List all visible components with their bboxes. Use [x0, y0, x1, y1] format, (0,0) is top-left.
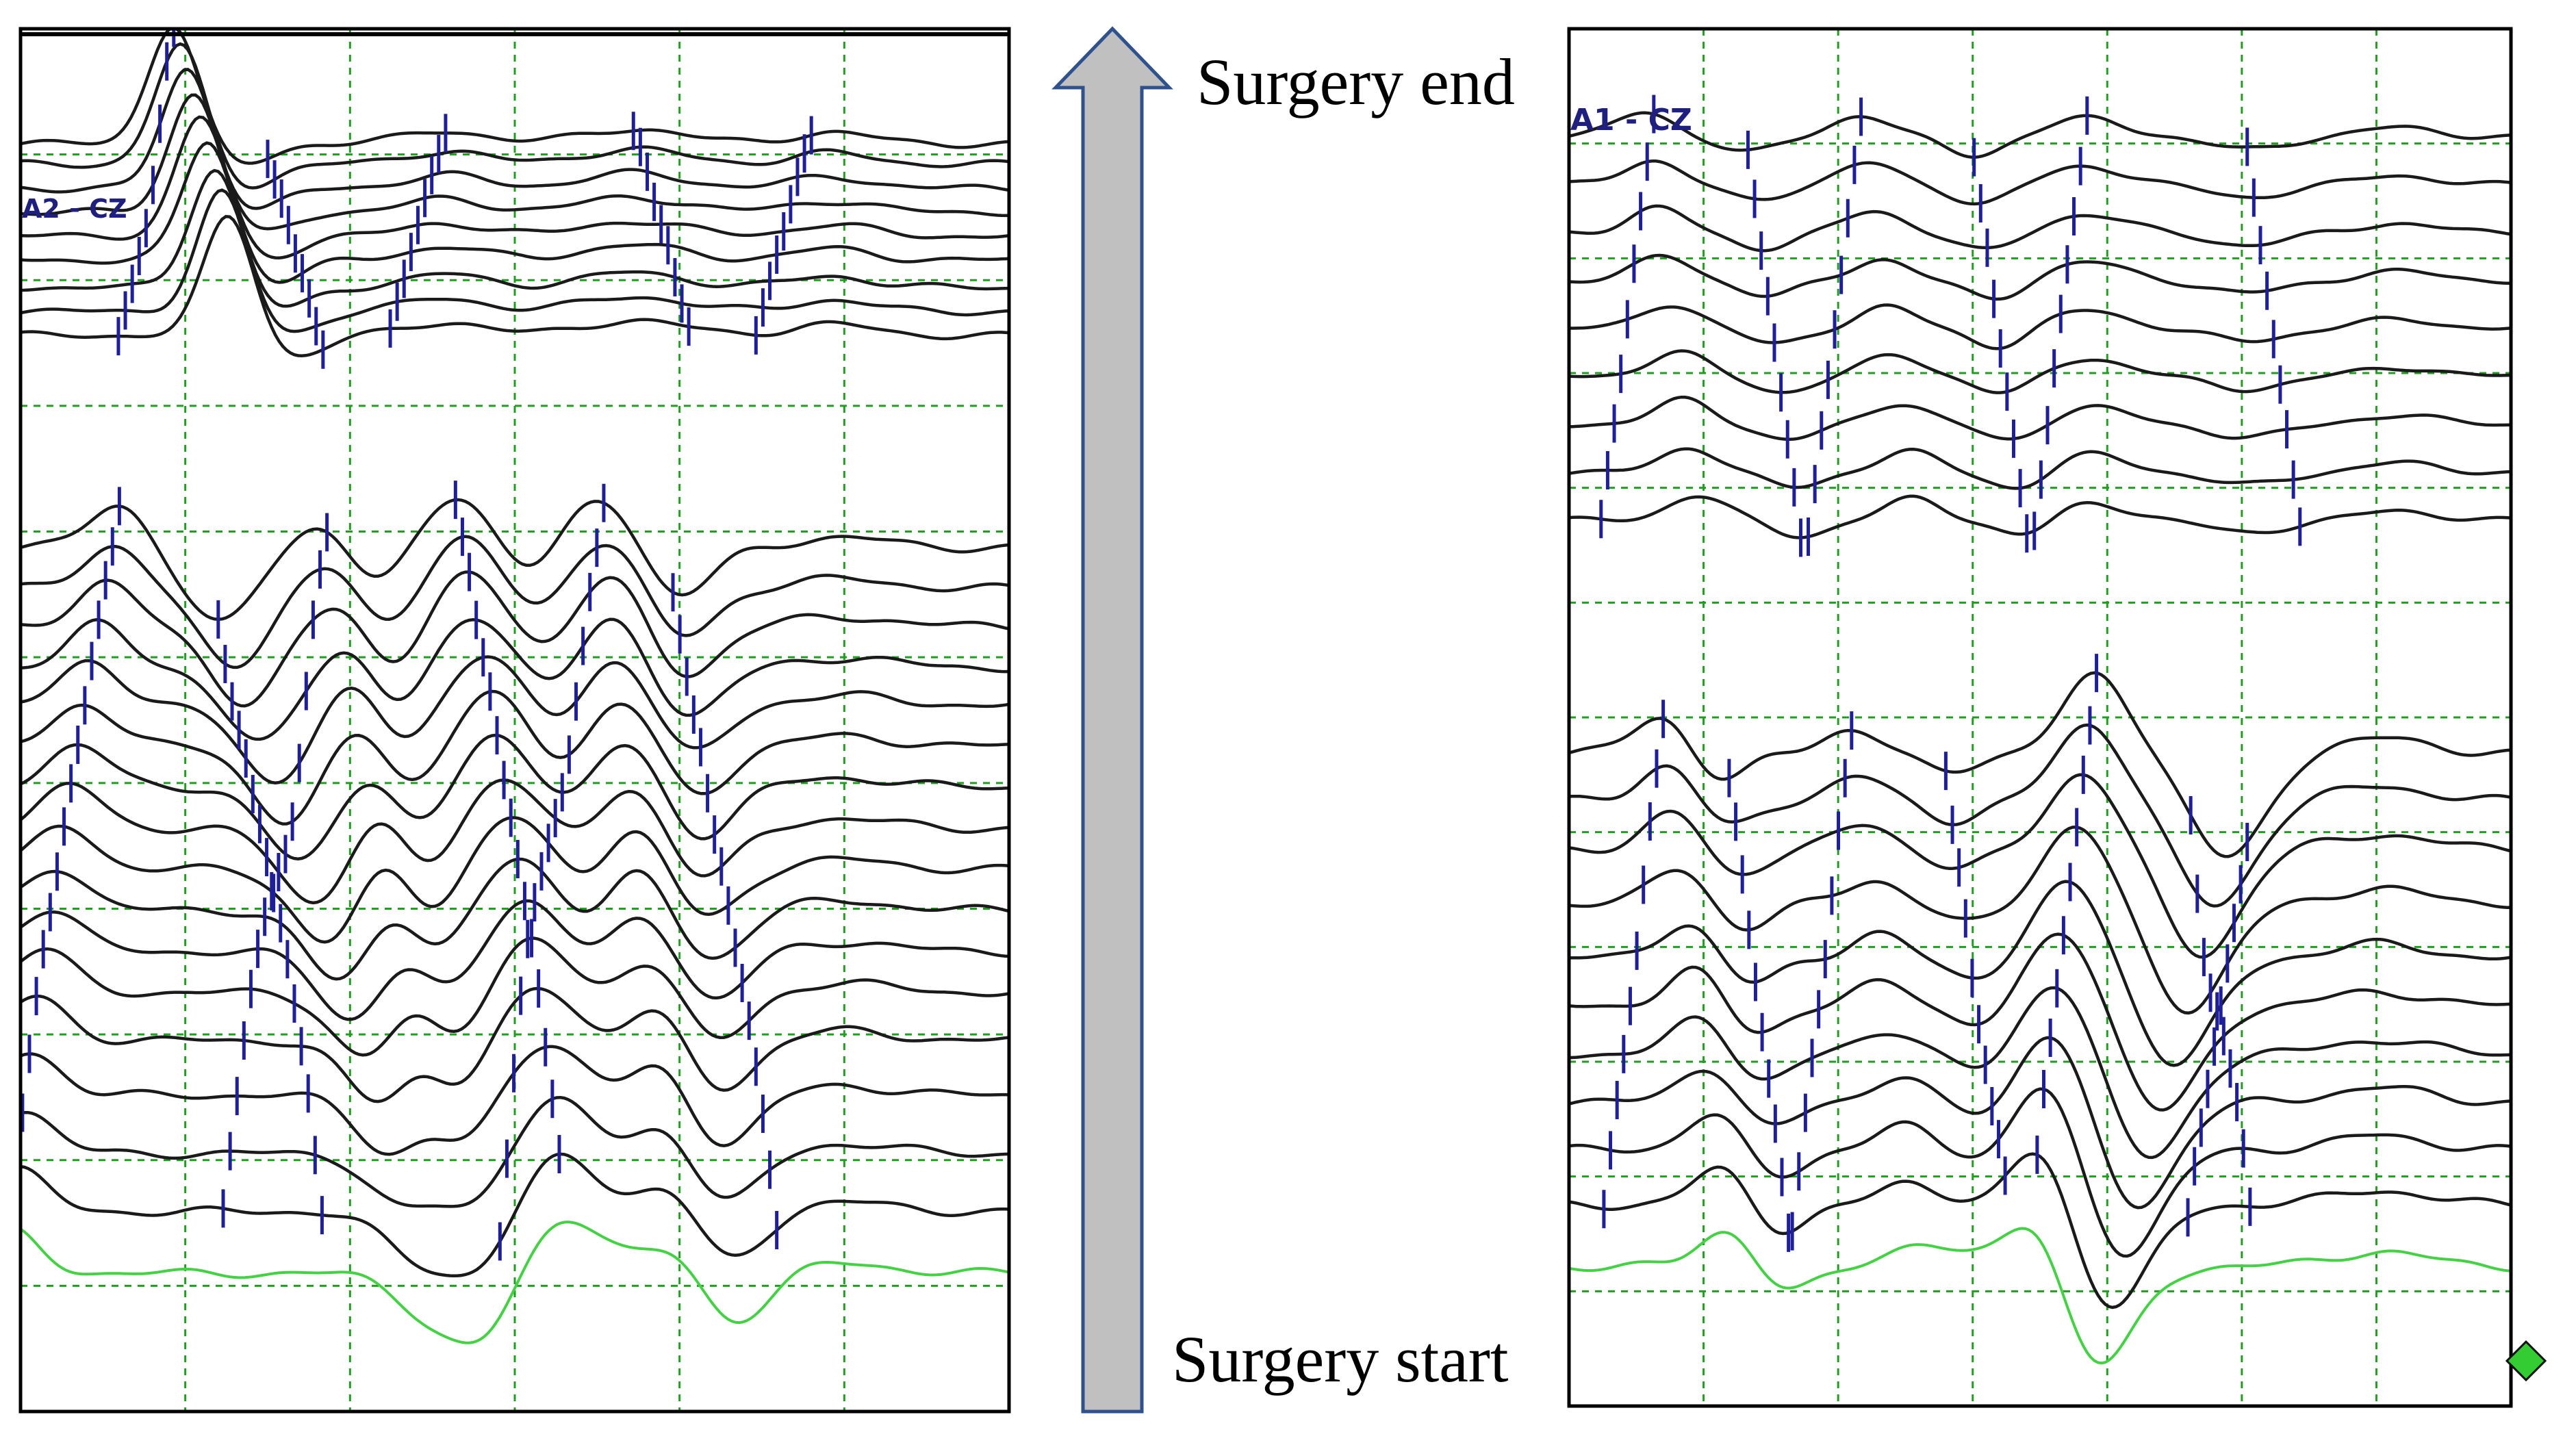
left-panel-markers: [21, 29, 813, 1261]
right-lower-trace: [1569, 826, 2511, 1015]
right-lower-trace: [1569, 1152, 2511, 1310]
surgery-timeline-arrow: Surgery end Surgery start: [1051, 26, 1515, 1414]
left-lower-trace: [21, 857, 1009, 981]
right-lower-trace: [1569, 880, 2511, 1067]
right-lower-trace: [1569, 1087, 2511, 1258]
left-panel-grid: [21, 29, 1009, 1412]
left-lower-trace: [21, 816, 1009, 944]
surgery-end-label: Surgery end: [1197, 45, 1515, 118]
surgery-start-label: Surgery start: [1172, 1323, 1509, 1396]
right-panel-markers: [1599, 94, 2302, 1252]
left-upper-trace: [21, 115, 1009, 260]
left-lower-trace: [21, 1152, 1009, 1278]
left-upper-trace: [21, 29, 1009, 165]
left-lower-trace: [21, 689, 1009, 826]
right-upper-trace: [1569, 111, 2511, 159]
left-lower-trace: [21, 617, 1009, 741]
right-lower-trace: [1569, 1036, 2511, 1210]
left-upper-trace: [21, 68, 1009, 210]
right-lower-trace: [1569, 671, 2511, 858]
right-chart-panel: A1 - CZ: [1567, 27, 2547, 1408]
left-upper-trace: [21, 42, 1009, 190]
left-lower-trace: [21, 936, 1009, 1057]
right-upper-trace: [1569, 204, 2511, 253]
right-panel-frame: [1567, 27, 2513, 1408]
right-channel-label: A1 - CZ: [1570, 103, 1692, 138]
right-lower-trace: [1569, 723, 2511, 908]
right-upper-trace: [1569, 395, 2511, 442]
left-upper-trace: [21, 93, 1009, 231]
left-lower-trace: [21, 986, 1009, 1103]
left-lower-trace: [21, 778, 1009, 905]
right-upper-trace: [1569, 303, 2511, 350]
right-lower-current-trace: [1569, 1227, 2511, 1365]
left-upper-trace: [21, 188, 1009, 333]
left-lower-trace: [21, 535, 1009, 669]
green-diamond-icon: [2505, 1340, 2547, 1382]
left-lower-trace: [21, 1095, 1009, 1208]
left-upper-trace: [21, 214, 1009, 358]
right-lower-trace: [1569, 932, 2511, 1112]
right-lower-trace: [1569, 986, 2511, 1160]
left-lower-current-trace: [21, 1221, 1009, 1344]
right-upper-trace: [1569, 159, 2511, 206]
left-chart-panel: A2 - CZ: [18, 27, 1011, 1414]
left-lower-trace: [21, 498, 1009, 622]
left-panel-traces: [21, 29, 1009, 1344]
right-lower-trace: [1569, 773, 2511, 959]
left-panel-frame: [18, 27, 1011, 1414]
left-lower-trace: [21, 570, 1009, 708]
left-upper-trace: [21, 141, 1009, 284]
right-upper-trace: [1569, 349, 2511, 394]
right-upper-trace: [1569, 494, 2511, 539]
left-upper-trace: [21, 168, 1009, 308]
right-upper-trace: [1569, 253, 2511, 301]
left-lower-trace: [21, 899, 1009, 1021]
right-panel-traces: [1569, 111, 2511, 1365]
left-lower-trace: [21, 655, 1009, 784]
left-channel-label: A2 - CZ: [22, 194, 127, 224]
up-arrow-icon: [1051, 26, 1173, 1414]
left-lower-trace: [21, 733, 1009, 860]
